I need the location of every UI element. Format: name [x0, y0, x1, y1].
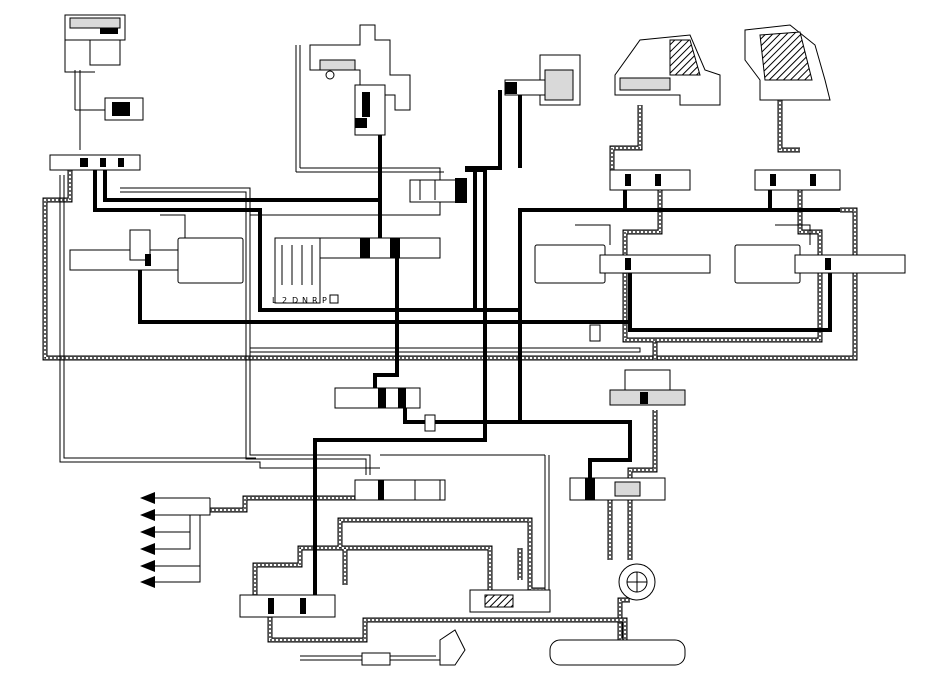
brake-band-right	[614, 34, 721, 106]
pressure-line-loop	[42, 170, 858, 361]
valve-lower-left	[239, 594, 336, 618]
selector-position-labels: L 2 D N R P	[272, 296, 327, 305]
accumulator-top-centre	[504, 54, 581, 106]
clutch-drum-top-left	[64, 14, 126, 150]
oil-pan	[549, 639, 686, 666]
check-ball-centre	[424, 324, 601, 432]
selector-label-d: D	[292, 296, 298, 305]
pump-feed-line	[622, 170, 663, 560]
feed-line-centre-right	[609, 105, 643, 170]
servo-left	[69, 214, 244, 284]
torque-converter-centre	[309, 24, 411, 136]
selector-label-n: N	[302, 296, 308, 305]
valve-upper-left	[49, 154, 141, 171]
servo-centre-right	[534, 224, 711, 284]
valve-upper-right-b	[754, 169, 841, 191]
valve-lower-centre	[354, 479, 446, 501]
valve-middle-right	[609, 369, 686, 406]
servo-right	[734, 224, 906, 284]
solenoid-top-left	[90, 97, 144, 121]
output-arrow-6	[140, 576, 155, 588]
selector-label-p: P	[322, 296, 327, 305]
oil-pump	[618, 563, 656, 601]
manual-valve	[274, 237, 441, 304]
output-arrow-2	[140, 509, 155, 521]
selector-label-l: L	[272, 296, 277, 305]
suction-line	[267, 612, 628, 643]
output-arrow-4	[140, 543, 155, 555]
valve-middle-centre	[334, 387, 421, 409]
regulator-valve	[569, 477, 666, 501]
output-arrow-1	[140, 492, 155, 504]
selector-label-2: 2	[282, 296, 287, 305]
selector-label-r: R	[312, 296, 318, 305]
lower-circuit-lines	[252, 490, 630, 643]
main-pressure-lines	[93, 90, 840, 612]
oil-filter	[361, 629, 466, 666]
output-arrow-5	[140, 560, 155, 572]
output-arrows	[140, 492, 211, 588]
valve-upper-centre	[409, 178, 467, 203]
valve-upper-right-a	[609, 169, 691, 191]
output-arrow-3	[140, 526, 155, 538]
valve-lower-right	[469, 589, 551, 613]
brake-band-far-right	[744, 24, 831, 101]
output-branch-line	[210, 495, 410, 513]
feed-line-right	[655, 100, 823, 343]
